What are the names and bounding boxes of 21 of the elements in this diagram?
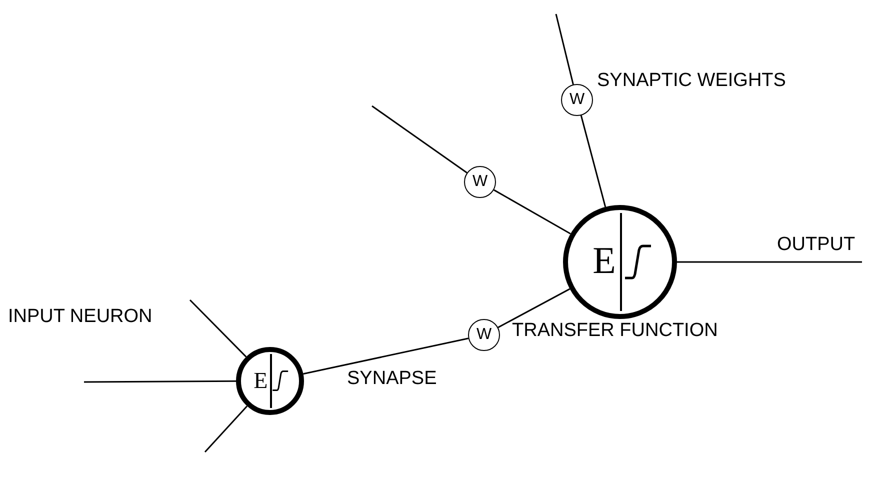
summation-label: E	[592, 242, 616, 280]
text-label: SYNAPSE	[347, 368, 437, 390]
connector-line	[677, 261, 862, 263]
connector-line	[189, 299, 247, 358]
connector-line	[372, 105, 468, 174]
text-label: TRANSFER FUNCTION	[512, 320, 718, 342]
text-label: OUTPUT	[777, 234, 856, 256]
weight-circle: W	[561, 84, 593, 116]
neuron-circle	[236, 347, 304, 415]
weight-circle: W	[468, 319, 500, 351]
connector-line	[494, 189, 571, 234]
connector-line	[498, 288, 570, 328]
text-label: SYNAPTIC WEIGHTS	[597, 70, 786, 92]
weight-circle: W	[464, 166, 496, 198]
connector-line	[303, 338, 469, 375]
connector-line	[204, 406, 248, 452]
connector-line	[580, 115, 606, 208]
connector-line	[555, 14, 574, 85]
text-label: INPUT NEURON	[8, 306, 152, 328]
connector-line	[84, 380, 236, 383]
summation-label: E	[254, 369, 268, 392]
